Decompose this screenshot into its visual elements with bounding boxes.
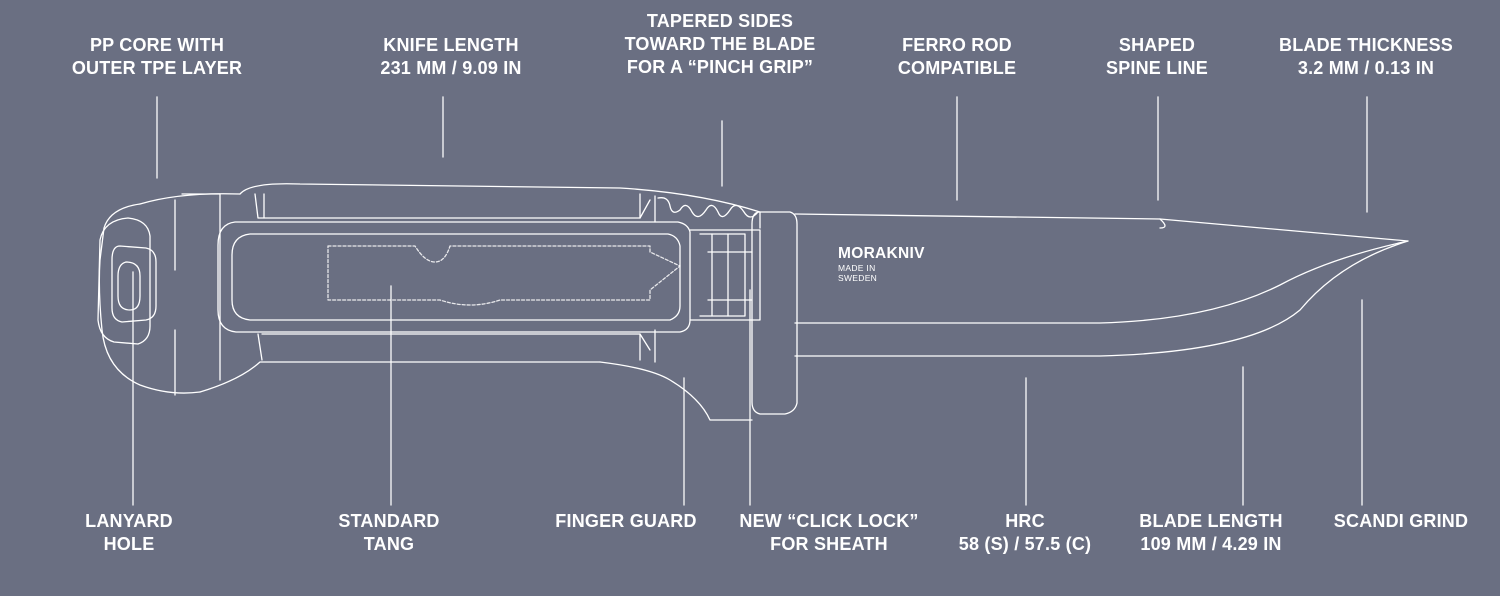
label-finger-guard: FINGER GUARD	[555, 510, 696, 533]
label-standard-tang: STANDARD TANG	[338, 510, 439, 556]
label-line: NEW “CLICK LOCK”	[739, 511, 919, 531]
label-blade-thickness: BLADE THICKNESS 3.2 MM / 0.13 IN	[1279, 34, 1453, 80]
label-scandi-grind: SCANDI GRIND	[1334, 510, 1468, 533]
label-tapered-sides: TAPERED SIDES TOWARD THE BLADE FOR A “PI…	[625, 10, 816, 79]
blade	[794, 213, 1409, 357]
label-spine-line: SHAPED SPINE LINE	[1106, 34, 1208, 80]
label-knife-length: KNIFE LENGTH 231 MM / 9.09 IN	[380, 34, 521, 80]
brand-subline-1: MADE IN	[838, 263, 876, 273]
label-line: 58 (S) / 57.5 (C)	[958, 534, 1092, 554]
label-line: SPINE LINE	[1105, 58, 1209, 78]
label-line: 3.2 MM / 0.13 IN	[1297, 58, 1435, 78]
label-blade-length: BLADE LENGTH 109 MM / 4.29 IN	[1139, 510, 1282, 556]
guard-assembly	[689, 211, 798, 415]
label-line: SHAPED	[1118, 35, 1196, 55]
label-line: 231 MM / 9.09 IN	[380, 58, 522, 78]
label-line: BLADE LENGTH	[1139, 511, 1283, 531]
label-line: TAPERED SIDES	[646, 11, 794, 31]
label-line: KNIFE LENGTH	[383, 35, 519, 55]
label-line: FINGER GUARD	[555, 511, 697, 531]
label-ferro-rod: FERRO ROD COMPATIBLE	[898, 34, 1016, 80]
label-line: SCANDI GRIND	[1333, 511, 1469, 531]
label-pp-core: PP CORE WITH OUTER TPE LAYER	[72, 34, 242, 80]
label-line: FOR SHEATH	[770, 534, 888, 554]
label-line: TOWARD THE BLADE	[624, 34, 816, 54]
label-line: OUTER TPE LAYER	[71, 58, 243, 78]
label-line: FERRO ROD	[902, 35, 1012, 55]
brand-subline-2: SWEDEN	[838, 273, 878, 283]
label-line: BLADE THICKNESS	[1278, 35, 1454, 55]
label-line: TANG	[363, 534, 415, 554]
label-hrc: HRC 58 (S) / 57.5 (C)	[959, 510, 1091, 556]
label-line: COMPATIBLE	[897, 58, 1017, 78]
brand-mark: MORAKNIV MADE IN SWEDEN	[838, 245, 925, 283]
label-line: LANYARD	[85, 511, 173, 531]
label-line: HRC	[1005, 511, 1045, 531]
label-line: PP CORE WITH	[89, 35, 225, 55]
label-click-lock: NEW “CLICK LOCK” FOR SHEATH	[739, 510, 918, 556]
handle-inner-panel	[217, 221, 691, 333]
label-line: STANDARD	[338, 511, 440, 531]
pinch-grip-notches	[657, 197, 759, 218]
lanyard-cap	[97, 217, 157, 345]
label-lanyard-hole: LANYARD HOLE	[85, 510, 173, 556]
label-line: FOR A “PINCH GRIP”	[626, 57, 814, 77]
label-line: HOLE	[103, 534, 155, 554]
handle	[98, 183, 761, 421]
brand-logo: MORAKNIV	[838, 245, 925, 262]
leader-lines	[132, 96, 1368, 506]
label-line: 109 MM / 4.29 IN	[1140, 534, 1282, 554]
